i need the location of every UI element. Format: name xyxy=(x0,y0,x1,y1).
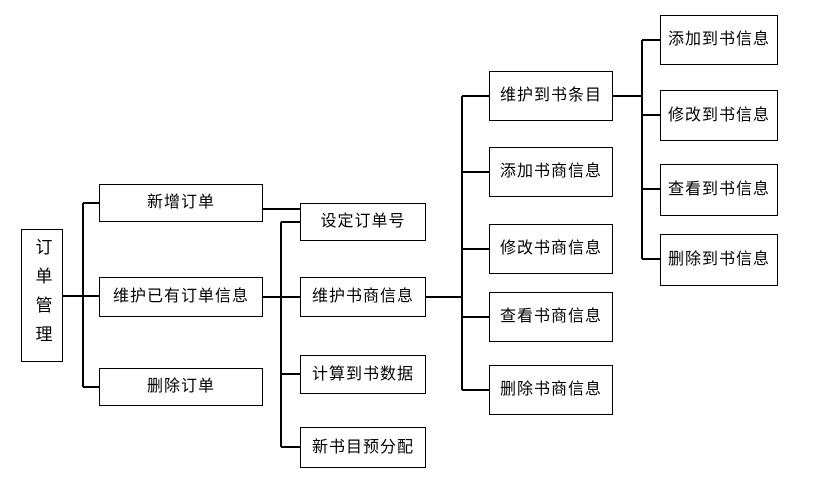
node-add-arrived-book-info: 添加到书信息 xyxy=(660,15,778,65)
node-delete-order: 删除订单 xyxy=(99,368,263,406)
node-modify-arrived-book-info: 修改到书信息 xyxy=(660,90,778,141)
node-delete-bookseller-info: 删除书商信息 xyxy=(489,365,613,415)
node-view-bookseller-info: 查看书商信息 xyxy=(489,292,613,342)
node-new-booklist-preallocation: 新书目预分配 xyxy=(300,427,426,468)
node-modify-bookseller-info: 修改书商信息 xyxy=(489,224,613,274)
node-add-order: 新增订单 xyxy=(99,184,263,222)
node-order-management: 订单管理 xyxy=(21,229,63,362)
node-maintain-existing-order-info: 维护已有订单信息 xyxy=(99,277,263,317)
node-set-order-number: 设定订单号 xyxy=(300,203,426,241)
node-view-arrived-book-info: 查看到书信息 xyxy=(660,164,778,216)
node-calculate-arrived-book-data: 计算到书数据 xyxy=(300,355,426,394)
node-maintain-bookseller-info: 维护书商信息 xyxy=(300,277,426,317)
node-add-bookseller-info: 添加书商信息 xyxy=(489,147,613,197)
node-delete-arrived-book-info: 删除到书信息 xyxy=(660,234,778,286)
node-maintain-arrived-book-entry: 维护到书条目 xyxy=(489,71,613,121)
